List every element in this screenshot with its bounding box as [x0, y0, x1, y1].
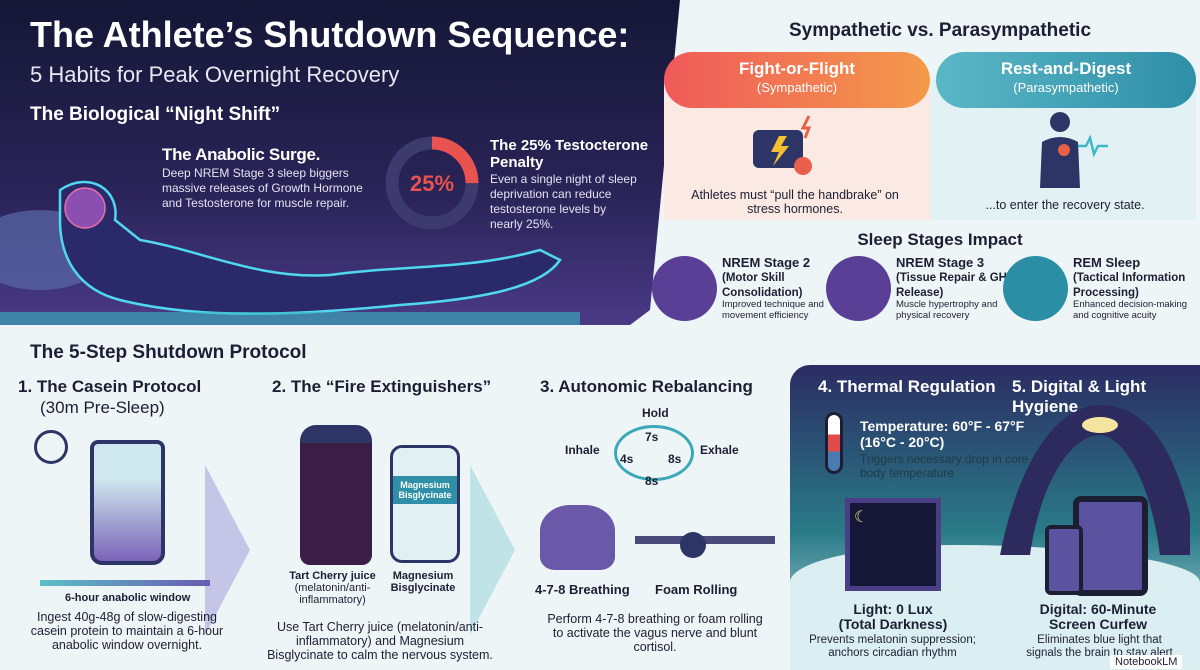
ring-label: 25% — [410, 171, 454, 196]
step1-sub: (30m Pre-Sleep) — [40, 398, 165, 417]
foam-rolling-label: Foam Rolling — [655, 582, 738, 597]
body-heart-icon — [1040, 112, 1108, 188]
notebooklm-watermark: NotebookLM — [1110, 655, 1183, 669]
brain-icon — [652, 256, 717, 321]
stage-title: NREM Stage 2 — [722, 255, 811, 270]
tart-cherry-caption: Tart Cherry juice(melatonin/anti-inflamm… — [285, 570, 380, 606]
testosterone-ring-gauge: 25% — [385, 136, 479, 230]
stage-nrem3: NREM Stage 3 (Tissue Repair & GH Release)… — [826, 255, 1007, 326]
ring-fill — [385, 136, 479, 230]
light-lux: Light: 0 Lux — [853, 601, 933, 617]
step1-desc: Ingest 40g-48g of slow-digesting casein … — [30, 610, 224, 652]
stopwatch-icon — [34, 430, 68, 464]
stage-nrem2: NREM Stage 2 (Motor Skill Consolidation)I… — [652, 256, 832, 326]
rest-sub: (Parasympathetic) — [1013, 80, 1119, 95]
exhale-label: Exhale — [700, 443, 739, 457]
stage-title: NREM Stage 3 — [896, 255, 985, 270]
tablet-icon — [1073, 496, 1148, 596]
stage-sub: (Tissue Repair & GH Release) — [896, 272, 1007, 299]
light-desc: Prevents melatonin suppression; anchors … — [809, 634, 976, 659]
step3-title: 3. Autonomic Rebalancing — [540, 377, 753, 396]
step2-title: 2. The “Fire Extinguishers” — [272, 377, 492, 396]
night-shift-heading: The Biological “Night Shift” — [30, 104, 281, 125]
tart-cherry-bottle-icon — [300, 425, 372, 565]
tart-cherry-sub: (melatonin/anti-inflammatory) — [294, 582, 371, 606]
brain-icon — [64, 187, 106, 229]
moon-icon: ☾ — [854, 509, 869, 526]
light-title: Light: 0 Lux(Total Darkness) — [808, 602, 978, 632]
anabolic-surge-text: Deep NREM Stage 3 sleep biggers massive … — [162, 166, 363, 210]
breathing-cycle-icon — [614, 425, 694, 481]
eight-seconds-bottom: 8s — [645, 474, 659, 488]
anabolic-surge-title: The Anabolic Surge. — [162, 145, 321, 164]
temp-c: (16°C - 20°C) — [860, 434, 945, 450]
temperature-desc: Triggers necessary drop in core body tem… — [860, 452, 1029, 480]
magnesium-bottle-label: Magnesium Bisglycinate — [393, 476, 457, 504]
digital-sub: Screen Curfew — [1048, 616, 1148, 632]
step1-title: 1. The Casein Protocol — [18, 377, 202, 396]
protocol-title: The 5-Step Shutdown Protocol — [30, 342, 307, 363]
cave-arch-illustration — [1000, 405, 1190, 555]
chevron-divider — [470, 465, 515, 635]
sympathetic-title: Sympathetic vs. Parasympathetic — [788, 20, 1092, 41]
chevron-divider — [205, 465, 250, 635]
rest-caption: ...to enter the recovery state. — [985, 198, 1145, 212]
light-sub: (Total Darkness) — [838, 616, 948, 632]
magnesium-caption: Magnesium Bisglycinate — [390, 570, 456, 594]
sleeping-athlete-illustration — [0, 180, 580, 325]
engine-icon — [753, 115, 812, 175]
rest-label: Rest-and-Digest — [1000, 59, 1132, 78]
body-silhouette — [58, 180, 562, 315]
seven-seconds: 7s — [645, 430, 659, 444]
step2-desc: Use Tart Cherry juice (melatonin/anti-in… — [267, 620, 493, 662]
fight-caption: Athletes must “pull the handbrake” on st… — [691, 188, 899, 216]
timeline-label: 6-hour anabolic window — [65, 592, 191, 604]
step3-desc: Perform 4-7-8 breathing or foam rolling … — [547, 612, 763, 654]
stage-title: REM Sleep — [1073, 255, 1141, 270]
tart-cherry-label: Tart Cherry juice — [289, 570, 376, 582]
page-title: The Athlete’s Shutdown Sequence: — [30, 14, 630, 55]
shaker-bottle-icon — [90, 440, 165, 565]
thermometer-icon — [825, 412, 843, 474]
magnesium-bottle-icon: Magnesium Bisglycinate — [390, 445, 460, 563]
breathing-label: 4-7-8 Breathing — [535, 582, 630, 597]
fight-sub: (Sympathetic) — [756, 80, 838, 95]
dark-window-icon: ☾ — [845, 498, 941, 591]
fight-or-flight-pill: Fight-or-Flight (Sympathetic) — [664, 52, 930, 108]
rest-and-digest-pill: Rest-and-Digest (Parasympathetic) — [936, 52, 1196, 108]
stage-desc: Improved technique and movement efficien… — [722, 299, 824, 321]
meditating-person-icon — [540, 505, 615, 570]
muscle-arm-icon — [826, 256, 891, 321]
step4-title: 4. Thermal Regulation — [818, 377, 996, 396]
penalty-text: Even a single night of sleep deprivation… — [490, 172, 637, 231]
foam-rolling-person-icon — [635, 520, 775, 560]
stage-desc: Enhanced decision-making and cognitive a… — [1073, 299, 1188, 321]
head-lightbulb-icon — [1003, 256, 1068, 321]
digital-curfew: Digital: 60-Minute — [1039, 601, 1157, 617]
temperature-range: Temperature: 60°F - 67°F(16°C - 20°C) — [860, 418, 1024, 450]
step5-title: 5. Digital & Light Hygiene — [1012, 377, 1147, 416]
fight-label: Fight-or-Flight — [738, 59, 856, 78]
page-subtitle: 5 Habits for Peak Overnight Recovery — [30, 62, 400, 87]
stage-rem: REM Sleep (Tactical Information Processin… — [1003, 255, 1187, 326]
stage-sub: (Tactical Information Processing) — [1073, 272, 1186, 299]
sleep-stages-title: Sleep Stages Impact — [857, 230, 1023, 249]
temp-f: Temperature: 60°F - 67°F — [860, 418, 1025, 434]
phone-icon — [1045, 525, 1083, 595]
penalty-title: The 25% Testocterone Penalty — [490, 137, 649, 171]
eight-seconds: 8s — [668, 452, 682, 466]
timeline-arrow — [40, 580, 210, 586]
hold-label: Hold — [642, 406, 669, 420]
inhale-label: Inhale — [565, 443, 600, 457]
stage-sub: (Motor Skill Consolidation) — [722, 272, 803, 299]
stage-desc: Muscle hypertrophy and physical recovery — [896, 299, 998, 321]
four-seconds: 4s — [620, 452, 634, 466]
